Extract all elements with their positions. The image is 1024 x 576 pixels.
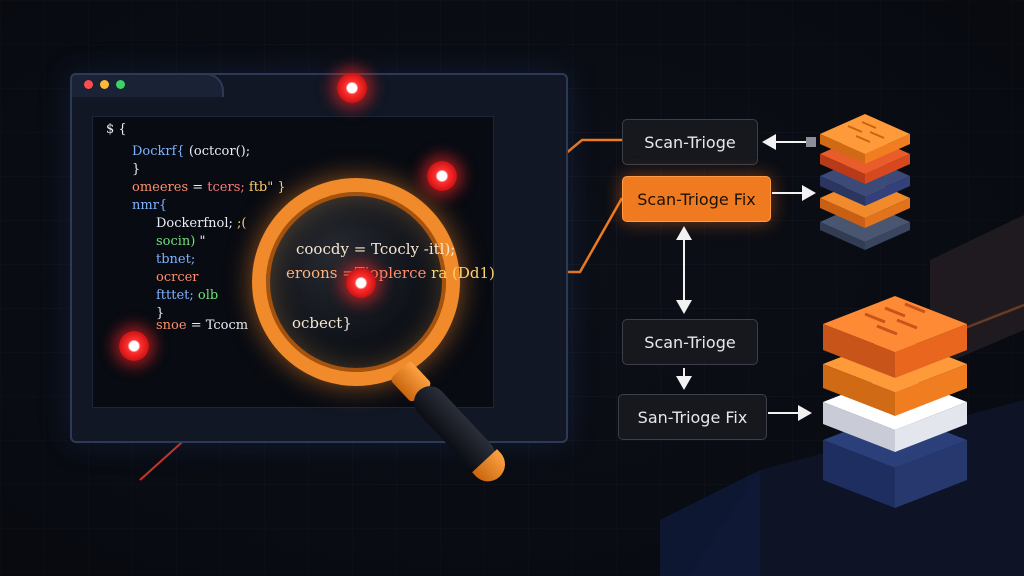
vulnerability-node-right — [427, 161, 457, 191]
flow-box-scan-fix-1: Scan-Trioge Fix — [622, 176, 771, 222]
code-token: socin) — [156, 234, 196, 249]
code-token: nmr{ — [132, 198, 168, 213]
arrow-source-square — [806, 137, 816, 147]
code-line: ftttet; olb — [156, 288, 218, 303]
lens-code-token: eroons — [286, 264, 338, 282]
lens-code-token: ocbect} — [292, 314, 352, 332]
vulnerability-node-top — [337, 73, 367, 103]
code-line: socin) " — [156, 234, 206, 249]
code-token: = — [188, 180, 208, 195]
code-token: = Tcocm — [186, 318, 249, 333]
window-tab — [70, 73, 224, 97]
lens-code-token: coocdy = Tcocly -itl); — [296, 240, 456, 258]
code-token: " — [195, 234, 206, 249]
code-line: $ { — [106, 122, 127, 137]
code-line: Dockrf{ (octcor(); — [132, 144, 250, 159]
code-token: } — [132, 162, 141, 177]
code-token: ftttet; — [156, 288, 194, 303]
lens-code-token: ra (Dd1) — [426, 264, 495, 282]
vulnerability-node-left — [119, 331, 149, 361]
code-line: Dockerfnol; ;( — [156, 216, 246, 231]
lens-code-line: coocdy = Tcocly -itl); — [296, 240, 455, 258]
code-token: tcers; — [207, 180, 245, 195]
code-token: } — [156, 306, 165, 321]
code-token: ocrcer — [156, 270, 199, 285]
code-line: omeeres = tcers; ftb" } — [132, 180, 286, 195]
window-minimize-dot[interactable] — [100, 80, 109, 89]
code-token: ftb" } — [244, 180, 286, 195]
code-line: tbnet; — [156, 252, 195, 267]
vulnerability-node-center — [346, 268, 376, 298]
code-line: } — [132, 162, 140, 177]
flow-box-scan-1: Scan-Trioge — [622, 119, 758, 165]
code-line: nmr{ — [132, 198, 167, 213]
code-line: } — [156, 306, 164, 321]
flow-box-scan-fix-2: San-Trioge Fix — [618, 394, 767, 440]
code-token: Dockerfnol; — [156, 216, 233, 231]
code-token: omeeres — [132, 180, 189, 195]
code-line: snoe = Tcocm — [156, 318, 248, 333]
code-token: Dockrf{ — [132, 144, 185, 159]
window-close-dot[interactable] — [84, 80, 93, 89]
server-stack-bottom — [823, 296, 967, 508]
code-token: (octcor(); — [184, 144, 251, 159]
window-maximize-dot[interactable] — [116, 80, 125, 89]
server-stack-top — [820, 114, 910, 250]
code-token: ;( — [232, 216, 247, 231]
lens-code-line: ocbect} — [292, 314, 352, 332]
code-line: ocrcer — [156, 270, 199, 285]
code-token: snoe — [156, 318, 187, 333]
code-token: olb — [193, 288, 219, 303]
code-token: tbnet; — [156, 252, 196, 267]
code-token: $ { — [106, 122, 127, 137]
flow-box-scan-2: Scan-Trioge — [622, 319, 758, 365]
